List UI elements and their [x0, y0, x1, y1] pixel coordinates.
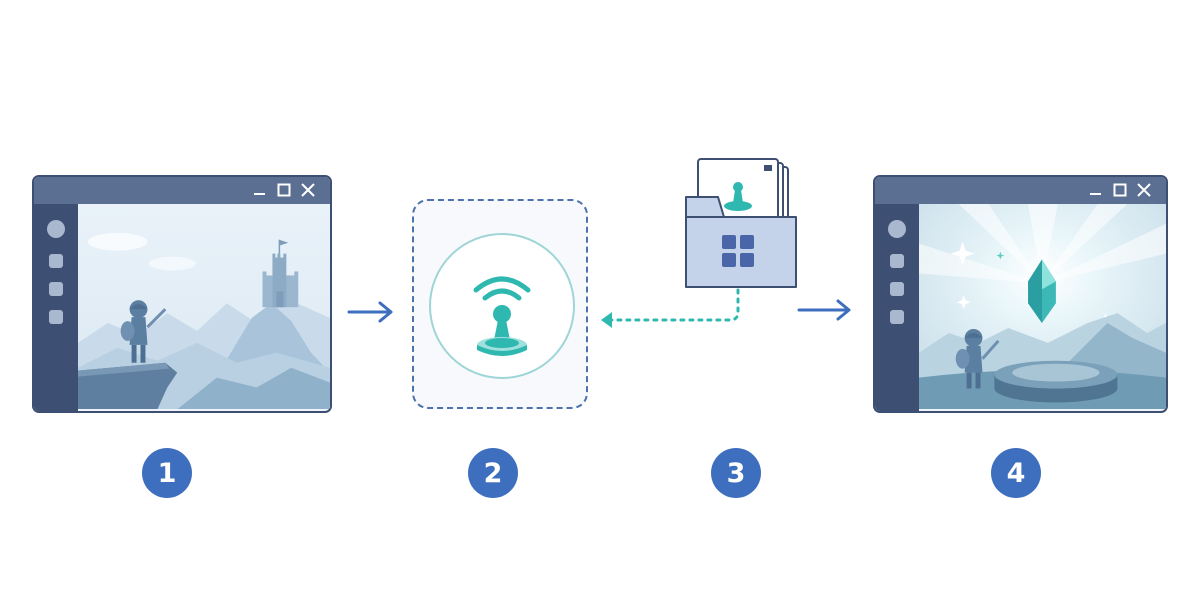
step-badge-1: 1	[142, 448, 192, 498]
sidebar-item[interactable]	[890, 282, 904, 296]
crystal-icon	[1028, 259, 1056, 324]
maximize-icon[interactable]	[1112, 181, 1128, 199]
device-node	[429, 233, 575, 379]
game-piece-icon	[724, 182, 752, 211]
capture-device-box	[412, 199, 588, 409]
close-icon[interactable]	[300, 181, 316, 199]
knight-icon	[120, 300, 167, 363]
dotted-arrow-left-icon	[601, 288, 740, 328]
arrow-right-icon	[797, 299, 851, 321]
sidebar-item[interactable]	[890, 310, 904, 324]
window-sidebar	[34, 204, 78, 411]
game-scene-crystal	[919, 204, 1166, 410]
grid-icon	[722, 235, 754, 267]
step-badge-2: 2	[468, 448, 518, 498]
step-badge-3: 3	[711, 448, 761, 498]
window-titlebar	[875, 177, 1166, 204]
stone-platform	[994, 360, 1118, 403]
sidebar-item[interactable]	[890, 254, 904, 268]
game-scene-castle	[78, 204, 330, 410]
sidebar-avatar[interactable]	[888, 220, 906, 238]
minimize-icon[interactable]	[1088, 181, 1104, 199]
arrow-right-icon	[347, 301, 393, 323]
app-window-1	[32, 175, 332, 413]
window-titlebar	[34, 177, 330, 204]
castle-icon	[262, 239, 299, 308]
sidebar-item[interactable]	[49, 282, 63, 296]
sidebar-item[interactable]	[49, 310, 63, 324]
step-badge-4: 4	[991, 448, 1041, 498]
close-icon[interactable]	[1136, 181, 1152, 199]
sidebar-item[interactable]	[49, 254, 63, 268]
game-files-folder	[685, 158, 797, 288]
window-sidebar	[875, 204, 919, 411]
sidebar-avatar[interactable]	[47, 220, 65, 238]
game-piece-icon	[477, 305, 527, 356]
knight-icon	[955, 328, 1000, 389]
app-window-4	[873, 175, 1168, 413]
wireless-signal-icon	[473, 276, 531, 301]
minimize-icon[interactable]	[252, 181, 268, 199]
maximize-icon[interactable]	[276, 181, 292, 199]
